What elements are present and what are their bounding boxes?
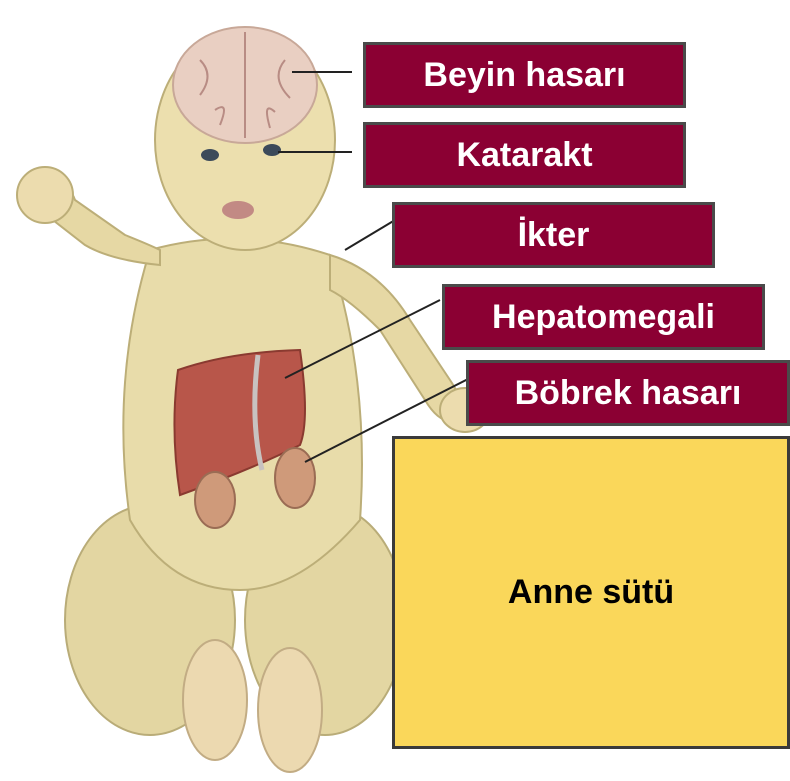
- label-jaundice: İkter: [392, 202, 715, 268]
- left-kidney: [195, 472, 235, 528]
- jaundice-leader-line: [345, 220, 395, 250]
- label-kidney-damage: Böbrek hasarı: [466, 360, 790, 426]
- right-kidney: [275, 448, 315, 508]
- label-hepatomegaly: Hepatomegali: [442, 284, 765, 350]
- breast-milk-box: Anne sütü: [392, 436, 790, 749]
- label-brain-damage: Beyin hasarı: [363, 42, 686, 108]
- breast-milk-label: Anne sütü: [508, 573, 674, 612]
- label-cataract: Katarakt: [363, 122, 686, 188]
